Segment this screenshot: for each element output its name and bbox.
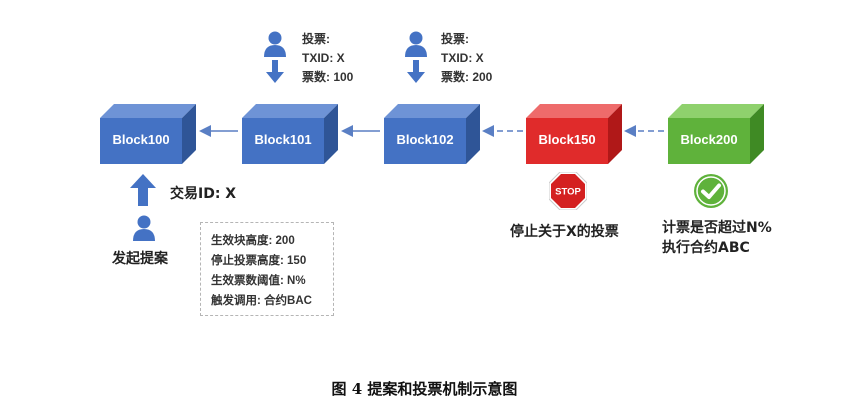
cube-shape <box>100 104 196 164</box>
param-threshold: 生效票数阈值: N% <box>211 275 306 287</box>
person-icon <box>133 215 155 241</box>
cube-shape <box>242 104 338 164</box>
param-stop-height: 停止投票高度: 150 <box>211 255 307 267</box>
vote-info-2: 投票: TXID: X 票数: 200 <box>441 30 492 87</box>
block-100: Block100 <box>100 104 196 164</box>
check-caption: 计票是否超过N% 执行合约ABC <box>662 218 772 258</box>
proposal-params-box: 生效块高度: 200 停止投票高度: 150 生效票数阈值: N% 触发调用: … <box>200 222 334 316</box>
arrow-up-icon <box>130 174 156 206</box>
cube-shape <box>668 104 764 164</box>
check-circle-icon <box>694 174 728 208</box>
stop-voting-caption: 停止关于X的投票 <box>510 224 619 240</box>
arrow-down-icon <box>266 60 284 83</box>
block-150: Block150 <box>526 104 622 164</box>
transaction-id-label: 交易ID: X <box>170 186 237 202</box>
person-icon <box>405 31 427 57</box>
block-102: Block102 <box>384 104 480 164</box>
arrow-down-icon <box>407 60 425 83</box>
param-effective-height: 生效块高度: 200 <box>211 235 295 247</box>
block-label: Block150 <box>538 132 596 147</box>
vote-info-1: 投票: TXID: X 票数: 100 <box>302 30 353 87</box>
vote-txid: TXID: X <box>302 51 345 65</box>
block-label: Block101 <box>254 132 312 147</box>
cube-shape <box>526 104 622 164</box>
check-caption-line1: 计票是否超过N% <box>662 220 772 236</box>
vote-count: 票数: 100 <box>302 70 354 84</box>
stop-sign-icon: STOP <box>549 172 587 210</box>
block-label: Block100 <box>112 132 170 147</box>
param-trigger-call: 触发调用: 合约BAC <box>211 295 312 307</box>
check-caption-line2: 执行合约ABC <box>662 240 750 256</box>
figure-caption: 图 4 提案和投票机制示意图 <box>331 380 518 398</box>
block-label: Block102 <box>396 132 454 147</box>
block-101: Block101 <box>242 104 338 164</box>
vote-heading: 投票: <box>441 32 469 46</box>
vote-count: 票数: 200 <box>441 70 493 84</box>
proposer-label: 发起提案 <box>112 251 168 267</box>
vote-heading: 投票: <box>302 32 330 46</box>
vote-txid: TXID: X <box>441 51 484 65</box>
stop-sign-text: STOP <box>555 187 581 198</box>
block-label: Block200 <box>680 132 738 147</box>
person-icon <box>264 31 286 57</box>
cube-shape <box>384 104 480 164</box>
block-200: Block200 <box>668 104 764 164</box>
